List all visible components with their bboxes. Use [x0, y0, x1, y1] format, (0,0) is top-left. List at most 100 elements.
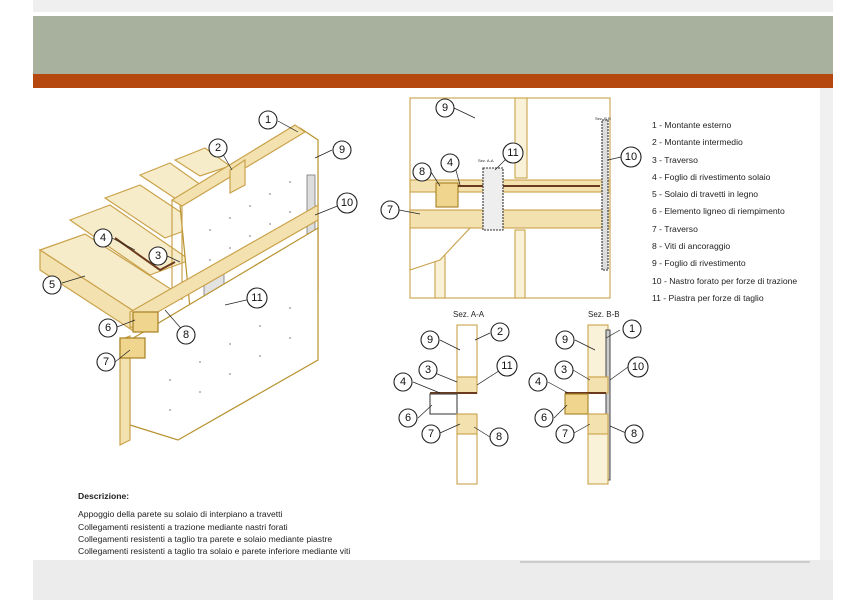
svg-text:9: 9 [427, 334, 433, 346]
callout-4: 4 [393, 372, 413, 392]
callouts-section-a: 9 2 3 11 4 6 7 8 [393, 322, 518, 447]
callout-8: 8 [624, 424, 644, 444]
callout-10: 10 [620, 146, 642, 168]
svg-text:2: 2 [497, 326, 503, 338]
elevation-upper-stud [514, 97, 528, 179]
svg-text:8: 8 [419, 166, 425, 178]
slide-right-gutter [820, 88, 833, 560]
section-b-title: Sez. B-B [588, 310, 620, 319]
callout-11: 11 [502, 142, 524, 164]
elevation-strap-10 [601, 119, 609, 271]
svg-text:8: 8 [631, 428, 637, 440]
elevation-lower-stud-right [514, 229, 526, 299]
svg-text:4: 4 [400, 376, 406, 388]
svg-text:3: 3 [425, 364, 431, 376]
callout-9: 9 [435, 98, 455, 118]
callout-10: 10 [336, 192, 358, 214]
legend-item: 10 - Nastro forato per forze di trazione [652, 275, 798, 286]
legend-item: 6 - Elemento ligneo di riempimento [652, 206, 785, 217]
callout-7: 7 [555, 424, 575, 444]
svg-text:9: 9 [442, 102, 448, 114]
svg-text:11: 11 [501, 360, 512, 372]
sec-b-rail-3 [587, 376, 609, 394]
legend-item: 7 - Traverso [652, 223, 698, 234]
callout-8: 8 [176, 325, 196, 345]
svg-text:7: 7 [103, 356, 109, 368]
svg-text:4: 4 [535, 376, 541, 388]
sec-b-rail-7 [587, 413, 609, 435]
callouts-section-b: 9 1 3 10 4 6 7 8 [528, 319, 649, 444]
svg-text:6: 6 [405, 412, 411, 424]
legend: 1 - Montante esterno 2 - Montante interm… [652, 120, 797, 310]
callout-9: 9 [332, 140, 352, 160]
svg-text:6: 6 [541, 412, 547, 424]
slide-footer [33, 560, 833, 600]
elevation-shear-plate-11 [482, 167, 504, 231]
nail-pattern [169, 181, 291, 411]
elevation-joist-8 [435, 182, 459, 208]
legend-item: 2 - Montante intermedio [652, 137, 743, 148]
upper-wall-stud [229, 158, 246, 194]
svg-text:7: 7 [387, 204, 393, 216]
lower-wall-plate [119, 335, 131, 446]
callout-7: 7 [96, 352, 116, 372]
top-strip [33, 0, 833, 12]
svg-text:2: 2 [215, 142, 221, 154]
sec-a-filler-6 [429, 393, 458, 415]
slide-accent-bar [33, 74, 833, 88]
svg-text:9: 9 [562, 334, 568, 346]
svg-text:9: 9 [339, 144, 345, 156]
svg-text:7: 7 [428, 428, 434, 440]
sec-b-lower-panel [587, 433, 609, 485]
sec-b-filler-6 [564, 393, 589, 415]
callout-11: 11 [246, 287, 268, 309]
elevation-sheathing-lower [409, 227, 472, 271]
svg-text:8: 8 [496, 431, 502, 443]
slide-header-banner [33, 16, 833, 74]
callout-6: 6 [398, 408, 418, 428]
callout-9: 9 [420, 330, 440, 350]
description-block: Descrizione: Appoggio della parete su so… [78, 490, 350, 557]
description-line: Collegamenti resistenti a trazione media… [78, 521, 288, 532]
callout-5: 5 [42, 275, 62, 295]
callouts-isometric: 1 2 9 4 10 3 5 11 6 8 7 [42, 110, 358, 372]
legend-item: 5 - Solaio di travetti in legno [652, 189, 759, 200]
callout-1: 1 [258, 110, 278, 130]
callout-4: 4 [440, 153, 460, 173]
callout-10: 10 [627, 356, 649, 378]
callout-6: 6 [534, 408, 554, 428]
callout-8: 8 [489, 427, 509, 447]
legend-item: 3 - Traverso [652, 154, 698, 165]
svg-text:4: 4 [447, 157, 453, 169]
sec-a-lower-panel [456, 433, 478, 485]
elevation-view [409, 97, 611, 299]
svg-text:3: 3 [155, 250, 161, 262]
svg-text:10: 10 [625, 151, 637, 163]
svg-text:5: 5 [49, 279, 55, 291]
callout-9: 9 [555, 330, 575, 350]
section-a-a [429, 324, 478, 485]
callout-3: 3 [554, 360, 574, 380]
section-a-marker: Sez. A-A [478, 158, 494, 163]
svg-text:10: 10 [632, 361, 644, 373]
floor-band-beam [129, 203, 319, 330]
callout-2: 2 [490, 322, 510, 342]
svg-text:6: 6 [105, 322, 111, 334]
svg-text:1: 1 [265, 114, 271, 126]
svg-text:11: 11 [507, 147, 518, 159]
callout-7: 7 [421, 424, 441, 444]
legend-item: 11 - Piastra per forze di taglio [652, 292, 764, 303]
section-a-title: Sez. A-A [453, 310, 485, 319]
svg-text:1: 1 [629, 323, 635, 335]
svg-text:3: 3 [561, 364, 567, 376]
callout-3: 3 [148, 246, 168, 266]
sec-a-upper-panel [456, 324, 478, 378]
callout-11: 11 [496, 355, 518, 377]
isometric-view [38, 124, 319, 446]
callout-6: 6 [98, 318, 118, 338]
svg-text:8: 8 [183, 329, 189, 341]
legend-item: 4 - Foglio di rivestimento solaio [652, 171, 771, 182]
callout-2: 2 [208, 138, 228, 158]
section-b-marker: Sez. B-B [595, 116, 611, 121]
